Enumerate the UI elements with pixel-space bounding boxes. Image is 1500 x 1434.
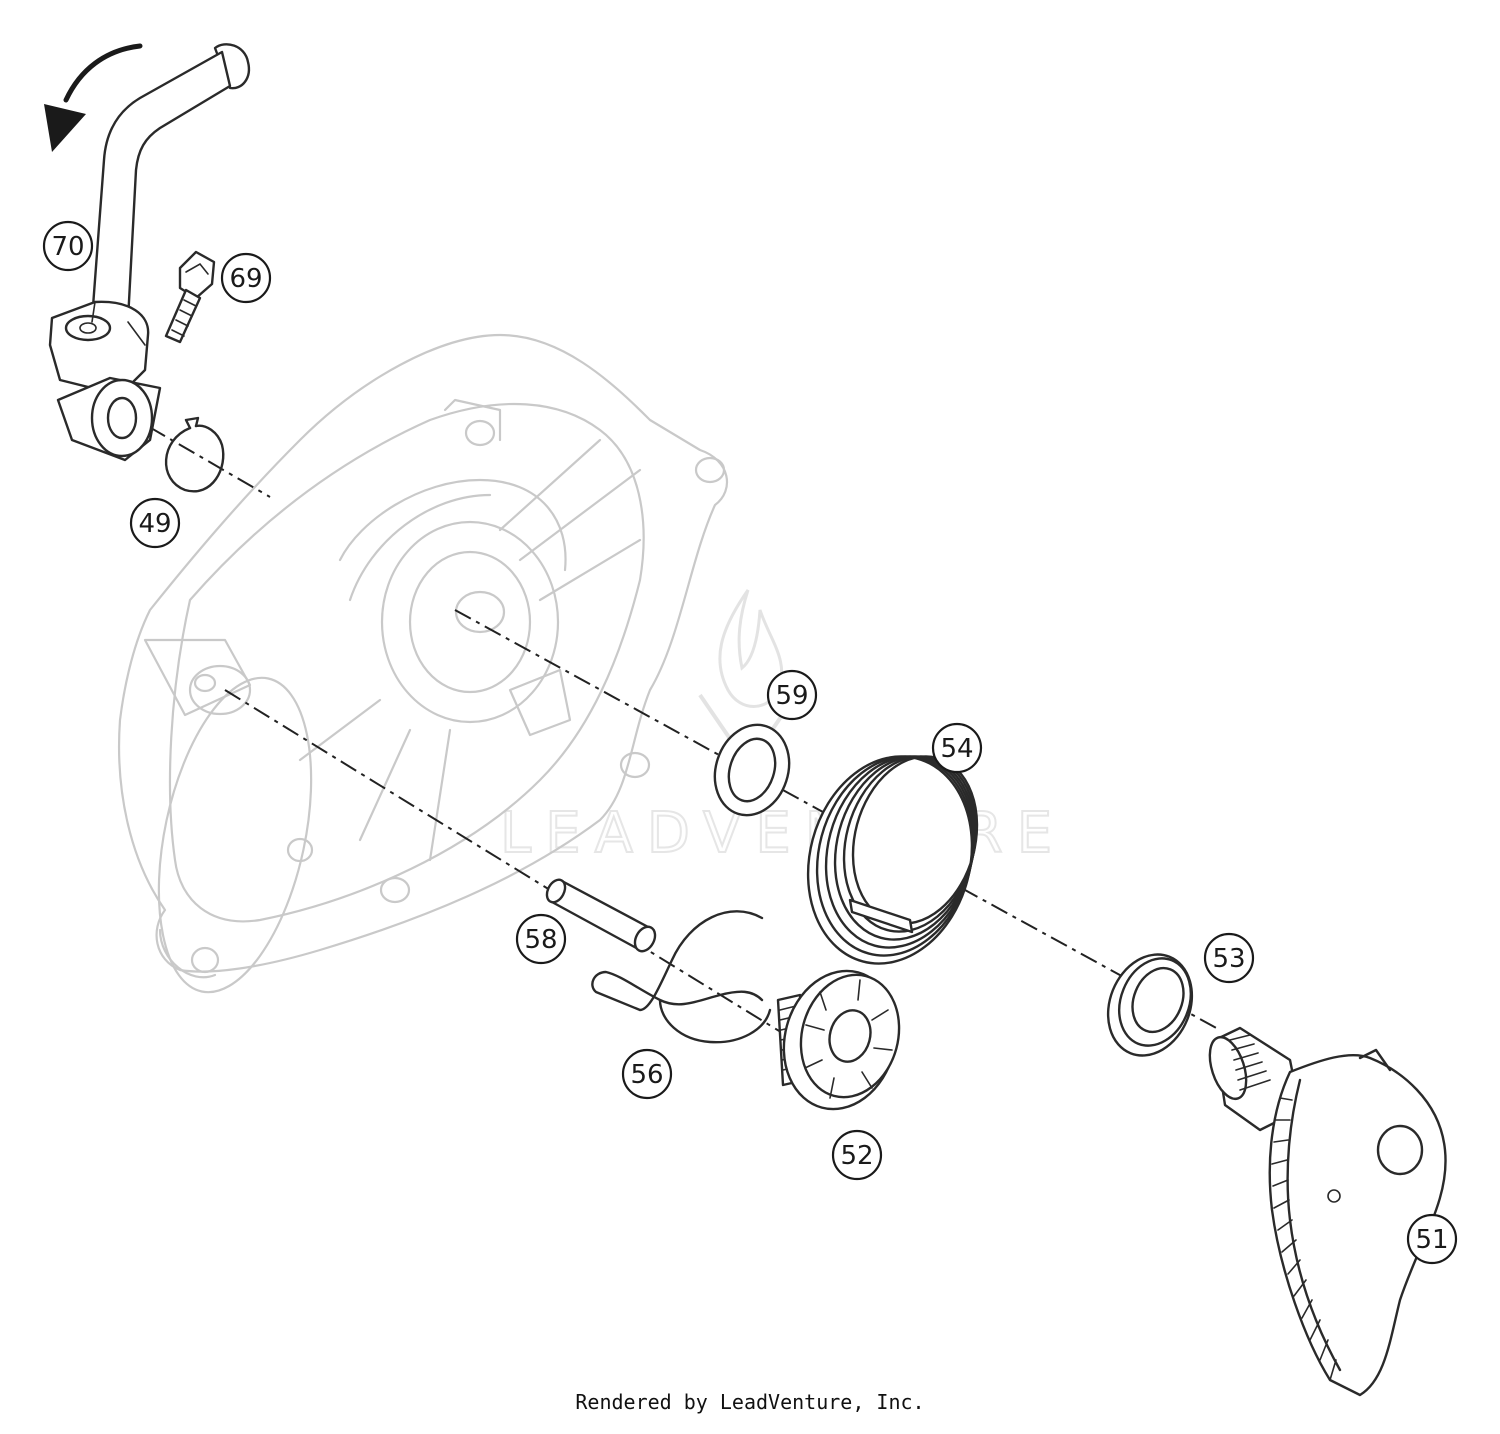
circlip: [164, 416, 225, 493]
kick-spring: [806, 755, 979, 965]
render-credit: Rendered by LeadVenture, Inc.: [575, 1390, 925, 1414]
svg-text:52: 52: [840, 1141, 873, 1171]
starter-gear: [776, 969, 901, 1111]
callout-52: 52: [831, 1129, 883, 1181]
kick-starter-lever: [48, 43, 251, 462]
callout-69: 69: [220, 252, 272, 304]
svg-text:49: 49: [138, 509, 171, 539]
oil-seal: [1106, 953, 1194, 1057]
svg-text:54: 54: [940, 734, 973, 764]
watermark: LEADVENTURE: [499, 589, 1066, 867]
callout-59: 59: [766, 669, 818, 721]
svg-text:56: 56: [630, 1060, 663, 1090]
callout-70: 70: [42, 220, 94, 272]
callout-56: 56: [621, 1048, 673, 1100]
assembly-axis-lines: [119, 409, 1221, 1051]
svg-text:70: 70: [51, 232, 84, 262]
svg-text:58: 58: [524, 925, 557, 955]
watermark-text: LEADVENTURE: [500, 801, 1066, 866]
svg-text:59: 59: [775, 681, 808, 711]
thrust-washer: [713, 723, 791, 817]
svg-text:53: 53: [1212, 944, 1245, 974]
callout-53: 53: [1203, 932, 1255, 984]
curved-arrow-icon: [44, 43, 143, 152]
engine-cover-housing: [117, 333, 729, 994]
kick-shaft-segment: [1208, 1026, 1447, 1397]
dowel-pin: [545, 878, 657, 953]
svg-text:51: 51: [1415, 1225, 1448, 1255]
callout-54: 54: [931, 722, 983, 774]
callout-49: 49: [129, 497, 181, 549]
callout-58: 58: [515, 913, 567, 965]
bolt: [164, 250, 216, 344]
callout-51: 51: [1406, 1213, 1458, 1265]
svg-text:69: 69: [229, 264, 262, 294]
wire-spring: [591, 910, 772, 1044]
